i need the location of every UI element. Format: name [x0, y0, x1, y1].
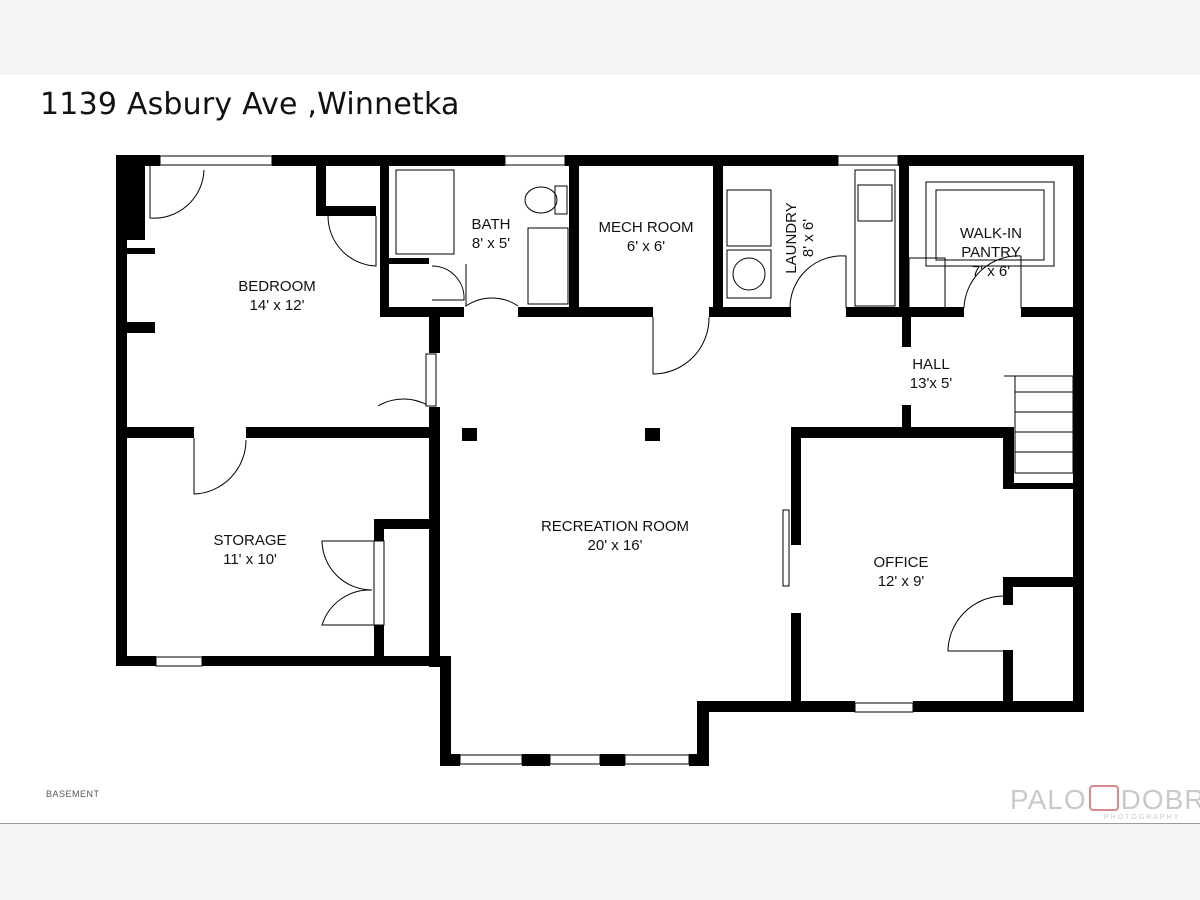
window [155, 656, 203, 667]
camera-icon [1088, 785, 1119, 811]
window [854, 702, 914, 713]
door [947, 595, 1004, 652]
window [624, 754, 690, 765]
pantry-shelves [925, 181, 1055, 267]
brand-right: DOBRIK [1120, 784, 1200, 815]
toilet [554, 185, 568, 215]
window [837, 155, 899, 166]
doors [149, 166, 1022, 652]
property-address: 1139 Asbury Ave ,Winnetka [40, 87, 460, 122]
window [159, 155, 273, 166]
window [504, 155, 566, 166]
door [652, 316, 710, 375]
brand-logo: PALO DOBRIK [1010, 784, 1200, 816]
vanity [527, 227, 569, 305]
door [431, 265, 465, 301]
door [963, 255, 1022, 309]
column [462, 428, 477, 441]
walls [116, 155, 1084, 766]
fixtures [395, 169, 1074, 587]
floorplan-sheet [0, 75, 1200, 824]
door [321, 589, 384, 626]
laundry-counter [854, 169, 896, 307]
door [327, 215, 377, 267]
shower [395, 169, 455, 255]
door [377, 354, 430, 407]
brand-subtitle: PHOTOGRAPHY [1104, 814, 1181, 821]
washer [726, 189, 772, 247]
stairs [1014, 375, 1074, 474]
column [645, 428, 660, 441]
window [459, 754, 523, 765]
sliding-door [782, 509, 790, 587]
door [465, 264, 519, 307]
floor-name: BASEMENT [46, 789, 100, 799]
door [789, 255, 847, 309]
door [321, 540, 384, 591]
door [149, 166, 205, 219]
brand-left: PALO [1010, 784, 1087, 815]
window [549, 754, 601, 765]
dryer [726, 249, 772, 299]
door [193, 438, 247, 495]
